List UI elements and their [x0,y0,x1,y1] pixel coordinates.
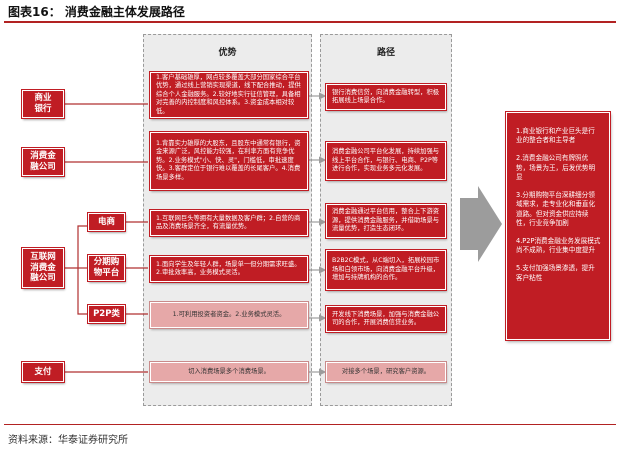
path-ecommerce: 消费金融通过平台信用，整合上下游资源，提供消费金融服务，并借助场景与流量优势，打… [326,204,446,238]
bottom-rule [4,424,616,425]
advantage-payment: 切入消费场景多个消费场景。 [150,362,308,382]
path-consumer-finance: 消费金融公司平台化发展，持续加强与线上平台合作，与银行、电商、P2P等进行合作，… [326,142,446,180]
advantage-bank-text: 1.客户基础雄厚，网点较多覆盖大部分国家综合平台优势，通过线上营销实现渠道，线下… [156,73,301,115]
path-bank: 银行消费信贷，向消费金融转型，积极拓展线上场景合作。 [326,84,446,110]
entity-payment: 支付 [22,362,64,382]
entity-bank: 商业 银行 [22,90,64,118]
advantage-ecommerce: 1.互联网巨头等拥有大量数据及客户群；2.自营的商品及消费场景齐全，有流量优势。 [150,210,308,236]
advantage-installment: 1.面向学生及年轻人群，场景单一但分期需求旺盛。2.审批效率高，业务模式灵活。 [150,256,308,282]
path-consumer-finance-text: 消费金融公司平台化发展，持续加强与线上平台合作，与银行、电商、P2P等进行合作，… [332,148,440,173]
path-ecommerce-text: 消费金融通过平台信用，整合上下游资源，提供消费金融服务，并借助场景与流量优势，打… [332,208,440,233]
link-internet-ecommerce [65,225,88,269]
advantage-p2p-text: 1.可利用投资者资金。2.业务模式灵活。 [172,310,286,318]
source-note: 资料来源：华泰证券研究所 [8,435,128,446]
path-installment-text: B2B2C模式，从C端切入，拓展校园市场和白领市场，向消费金融平台升级，增加与持… [332,257,440,282]
figure-label: 图表16： [8,5,61,19]
advantage-payment-text: 切入消费场景多个消费场景。 [188,367,270,375]
top-rule [4,21,616,23]
path-bank-text: 银行消费信贷，向消费金融转型，积极拓展线上场景合作。 [332,88,440,105]
entity-p2p: P2P类 [88,305,125,323]
advantage-installment-text: 1.面向学生及年轻人群，场景单一但分期需求旺盛。2.审批效率高，业务模式灵活。 [156,260,301,277]
trend-item-1: 1.商业银行和产业巨头是行业的整合者和主导者 [516,127,595,145]
big-arrow-right [460,186,502,262]
path-header: 路径 [376,48,395,58]
entity-internet: 互联网 消费金 融公司 [22,248,64,288]
path-installment: B2B2C模式，从C端切入，拓展校园市场和白领市场，向消费金融平台升级，增加与持… [326,250,446,290]
trend-item-4: 4.P2P消费金融业务发展模式尚不成熟，行业集中度提升 [516,236,601,255]
advantage-bank: 1.客户基础雄厚，网点较多覆盖大部分国家综合平台优势，通过线上营销实现渠道，线下… [150,72,308,118]
figure-title: 图表16： 消费金融主体发展路径 [8,3,185,20]
path-payment: 对接多个场景，研究客户资源。 [326,362,446,382]
advantage-p2p: 1.可利用投资者资金。2.业务模式灵活。 [150,302,308,328]
trend-item-3: 3.分期购物平台深耕细分领域需求，走专业化和垂直化道路。但对资金供应持续性，行业… [516,191,596,227]
entity-installment: 分期购 物平台 [88,255,125,281]
path-p2p: 开发线下消费场景，加强与消费金融公司的合作，开展消费信贷业务。 [326,306,446,332]
trend-item-2: 2.消费金融公司有牌照优势，场景为王，后发优势明显 [516,154,596,181]
path-payment-text: 对接多个场景，研究客户资源。 [341,367,431,375]
figure-title-text: 消费金融主体发展路径 [64,5,185,19]
advantage-consumer-finance: 1.背靠实力雄厚的大股东，且股东中通常有银行，资金来源广泛，风控能力较强，在利率… [150,132,308,190]
entity-ecommerce: 电商 [88,213,125,231]
advantage-consumer-finance-text: 1.背靠实力雄厚的大股东，且股东中通常有银行，资金来源广泛，风控能力较强，在利率… [156,139,301,181]
entity-consumer-finance: 消费金 融公司 [22,148,64,176]
advantage-header: 优势 [218,48,237,58]
path-p2p-text: 开发线下消费场景，加强与消费金融公司的合作，开展消费信贷业务。 [332,310,440,327]
trend-summary-box: 1.商业银行和产业巨头是行业的整合者和主导者 2.消费金融公司有牌照优势，场景为… [506,112,610,340]
trend-item-5: 5.支付加强场景渗透，提升客户粘性 [516,264,595,282]
link-internet-p2p [77,268,88,315]
advantage-ecommerce-text: 1.互联网巨头等拥有大量数据及客户群；2.自营的商品及消费场景齐全，有流量优势。 [156,214,301,231]
